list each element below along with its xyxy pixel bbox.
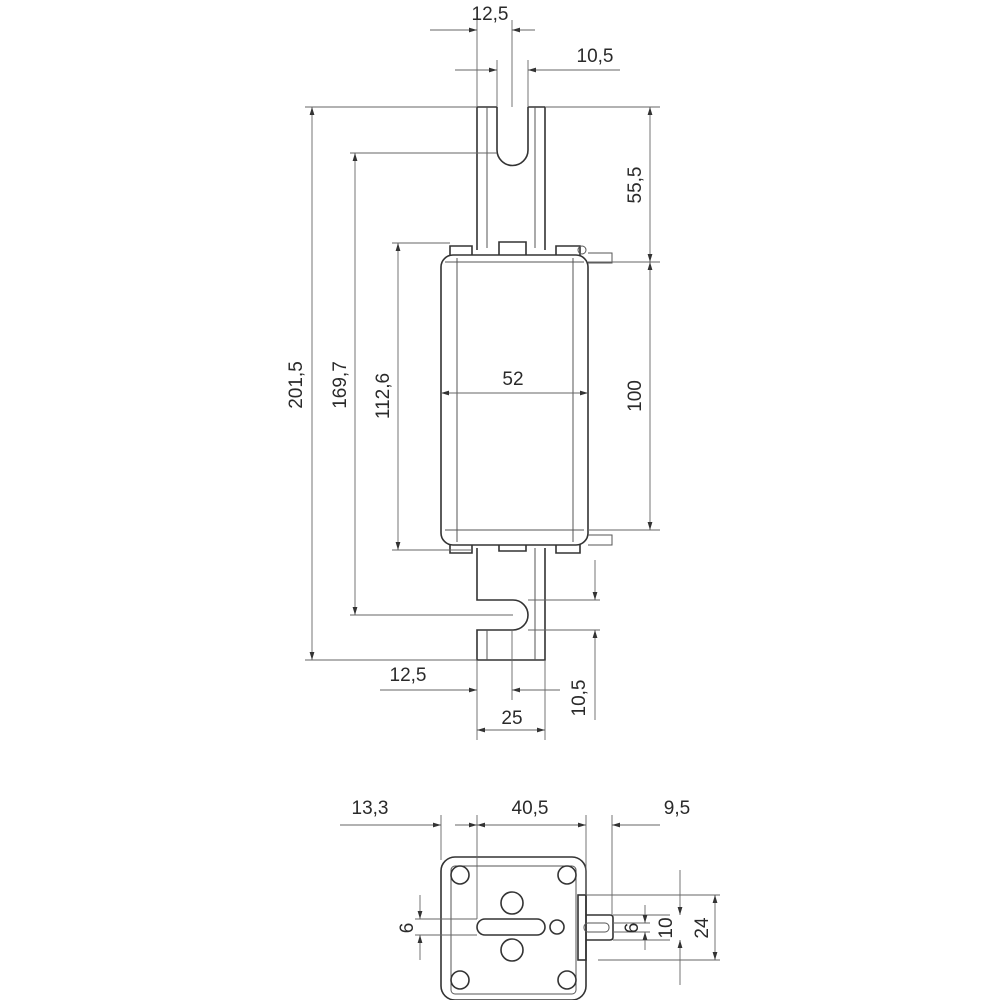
- dim-body-length: 112,6: [373, 373, 394, 419]
- dim-slot-left: 6: [397, 923, 418, 934]
- dim-slot-centers: 169,7: [330, 361, 351, 409]
- dim-top-slot-width: 10,5: [577, 46, 614, 67]
- dim-body-inner: 100: [625, 380, 646, 412]
- dim-overall-length: 201,5: [286, 361, 307, 409]
- dim-top-slot-offset: 12,5: [472, 4, 509, 25]
- dim-blade-width: 25: [501, 708, 522, 729]
- blade-top: [476, 106, 546, 250]
- end-view: 13,3 40,5 9,5 6 6 10 24: [340, 798, 720, 1000]
- dim-indicator-offset: 9,5: [664, 798, 690, 819]
- dim-indicator-10: 10: [656, 917, 677, 938]
- dim-bottom-slot-width: 10,5: [569, 680, 590, 717]
- end-body: [440, 856, 614, 1000]
- dim-end-width: 40,5: [512, 798, 549, 819]
- dim-body-width: 52: [502, 369, 523, 390]
- front-view: 12,5 10,5 201,5 169,7 112,6 55,5 100 52 …: [286, 4, 660, 740]
- dim-indicator-24: 24: [692, 917, 713, 939]
- dim-left-offset: 13,3: [352, 798, 389, 819]
- dim-bottom-slot-offset: 12,5: [390, 665, 427, 686]
- end-dimension-lines: [340, 815, 720, 985]
- dimension-lines: [305, 20, 660, 740]
- fuse-body: [440, 241, 613, 554]
- dim-blade-to-body: 55,5: [625, 167, 646, 204]
- blade-bottom: [476, 548, 546, 661]
- dim-indicator-pin: 6: [622, 923, 643, 934]
